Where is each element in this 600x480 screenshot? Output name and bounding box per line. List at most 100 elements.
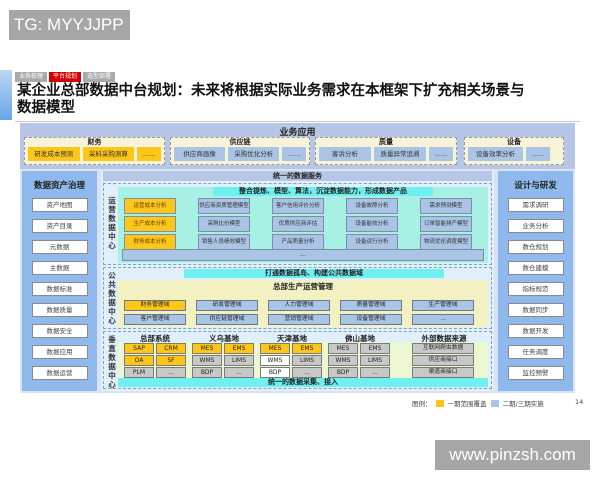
biz-item: ...... xyxy=(282,147,306,161)
domain-cell: 人力管理域 xyxy=(268,300,330,311)
system-cell: WMS xyxy=(192,355,222,366)
domain-cell: 营销管理域 xyxy=(268,314,330,325)
legend-label: 一期范围覆盖 xyxy=(447,400,487,408)
biz-item: 研发成本预测 xyxy=(28,147,80,161)
system-cell: ... xyxy=(360,367,390,378)
governance-item: 数据标准 xyxy=(31,282,88,296)
panel-title: 设计与研发 xyxy=(514,181,557,191)
model-cell: 生产成本分析 xyxy=(124,216,176,232)
public-banner: 打通数据孤岛、构建公共数据域 xyxy=(184,269,444,278)
biz-item: 设备效率分析 xyxy=(468,147,523,161)
system-cell: MES xyxy=(328,343,358,354)
system-cell: ... xyxy=(224,367,254,378)
public-data-center: 公共数据中心 打通数据孤岛、构建公共数据域 总部生产运营管理 财务管理域 研发管… xyxy=(103,267,492,329)
model-cell: 产品质量分析 xyxy=(272,234,324,250)
ops-banner: 整合提炼、模型、算法，沉淀数据能力，形成数据产品 xyxy=(213,187,433,196)
domain-cell: 供应链管理域 xyxy=(196,314,258,325)
model-cell: 优质供应商评估 xyxy=(272,216,324,232)
data-asset-governance-panel: 数据资产治理 资产地图 资产目录 元数据 主数据 数据标准 数据质量 数据安全 … xyxy=(22,171,97,391)
model-cell: 销售人员绩效模型 xyxy=(198,234,250,250)
design-item: 监控预警 xyxy=(507,366,564,380)
design-item: 数据同步 xyxy=(507,303,564,317)
governance-item: 资产目录 xyxy=(31,219,88,233)
governance-item: 数据安全 xyxy=(31,324,88,338)
legend-prefix: 图例： xyxy=(412,400,432,408)
zone-label: 运营数据中心 xyxy=(108,196,116,250)
model-cell: 需求预测模型 xyxy=(420,198,472,214)
domain-cell: ... xyxy=(412,314,474,325)
domain-cell: 客户管理域 xyxy=(124,314,186,325)
biz-item: 质量异常追溯 xyxy=(374,147,426,161)
biz-group-title: 质量 xyxy=(379,138,393,146)
ops-more-row: ... xyxy=(122,249,484,261)
biz-group-title: 供应链 xyxy=(229,138,251,146)
tab-selection-deployment[interactable]: 选型部署 xyxy=(83,72,116,82)
decorative-side-band xyxy=(0,70,12,120)
title-divider xyxy=(15,121,580,122)
model-cell: 物流优化调度模型 xyxy=(420,234,472,250)
design-item: 数仓建模 xyxy=(507,261,564,275)
model-cell: 供应商资质管理模型 xyxy=(198,198,250,214)
governance-item: 主数据 xyxy=(31,261,88,275)
system-cell: BDP xyxy=(328,367,358,378)
system-cell: LIMS xyxy=(360,355,390,366)
domain-cell: 生产管理域 xyxy=(412,300,474,311)
biz-item: ...... xyxy=(137,147,161,161)
panel-title: 数据资产治理 xyxy=(33,181,85,191)
external-source-cell: 供应商接口 xyxy=(412,355,474,366)
system-cell: ... xyxy=(156,367,186,378)
model-cell: 财务成本分析 xyxy=(124,234,176,250)
biz-group-equipment: 设备 设备效率分析 ...... xyxy=(464,137,564,165)
external-source-cell: 互联网爬虫数据 xyxy=(412,343,474,354)
design-item: 数仓规划 xyxy=(507,240,564,254)
biz-group-title: 设备 xyxy=(507,138,521,146)
system-cell: MES xyxy=(192,343,222,354)
model-cell: 运营成本分析 xyxy=(124,198,176,214)
design-item: 数据开发 xyxy=(507,324,564,338)
biz-item: 供应商画像 xyxy=(174,147,226,161)
legend-label: 二期/三期实施 xyxy=(502,400,544,408)
biz-item: ...... xyxy=(526,147,550,161)
section-tabs: 业务梳理 平台规划 选型部署 xyxy=(15,72,116,82)
biz-item: 采购优化分析 xyxy=(228,147,280,161)
source-group-title: 佛山基地 xyxy=(345,334,375,343)
model-cell: 设备故障分析 xyxy=(346,198,398,214)
system-cell: CRM xyxy=(156,343,186,354)
system-cell: LIMS xyxy=(224,355,254,366)
design-item: 任务调度 xyxy=(507,345,564,359)
biz-group-finance: 财务 研发成本预测 采料采购测算 ...... xyxy=(24,137,165,165)
model-cell: 客户信用评价分析 xyxy=(272,198,324,214)
governance-item: 元数据 xyxy=(31,240,88,254)
system-cell: EMS xyxy=(360,343,390,354)
page-title: 某企业总部数据中台规划：未来将根据实际业务需求在本框架下扩充相关场景与数据模型 xyxy=(17,83,525,116)
source-group-title: 总部系统 xyxy=(140,334,170,343)
system-cell: SF xyxy=(156,355,186,366)
watermark-top: TG: MYYJJPP xyxy=(9,10,130,40)
design-item: 业务分析 xyxy=(507,219,564,233)
biz-item: 客诉分析 xyxy=(319,147,371,161)
system-cell: EMS xyxy=(224,343,254,354)
system-cell: BDP xyxy=(260,367,290,378)
biz-item: ...... xyxy=(429,147,453,161)
legend-swatch-phase1 xyxy=(435,399,444,407)
tab-platform-planning[interactable]: 平台规划 xyxy=(49,72,82,82)
biz-group-supply-chain: 供应链 供应商画像 采购优化分析 ...... xyxy=(170,137,310,165)
domain-cell: 研发管理域 xyxy=(196,300,258,311)
system-cell: WMS xyxy=(328,355,358,366)
source-group-title: 天津基地 xyxy=(277,334,307,343)
watermark-bottom: www.pinzsh.com xyxy=(435,440,590,470)
model-cell: 设备运行分析 xyxy=(346,234,398,250)
vertical-data-center: 垂直数据中心 总部系统 SAP CRM OA SF PLM ... 义乌基地 M… xyxy=(103,331,492,389)
system-cell: WMS xyxy=(260,355,290,366)
biz-group-quality: 质量 客诉分析 质量异常追溯 ...... xyxy=(315,137,457,165)
system-cell: PLM xyxy=(124,367,154,378)
design-development-panel: 设计与研发 需求调研 业务分析 数仓规划 数仓建模 指标规范 数据同步 数据开发… xyxy=(498,171,573,391)
page-number: 14 xyxy=(575,398,584,406)
governance-item: 资产地图 xyxy=(31,198,88,212)
data-center-stack: 统一的数据服务 运营数据中心 整合提炼、模型、算法，沉淀数据能力，形成数据产品 … xyxy=(101,171,494,391)
system-cell: SAP xyxy=(124,343,154,354)
tab-business-analysis[interactable]: 业务梳理 xyxy=(15,72,48,82)
system-cell: OA xyxy=(124,355,154,366)
domain-cell: 质量管理域 xyxy=(340,300,402,311)
unified-data-service-bar: 统一的数据服务 xyxy=(103,171,492,181)
